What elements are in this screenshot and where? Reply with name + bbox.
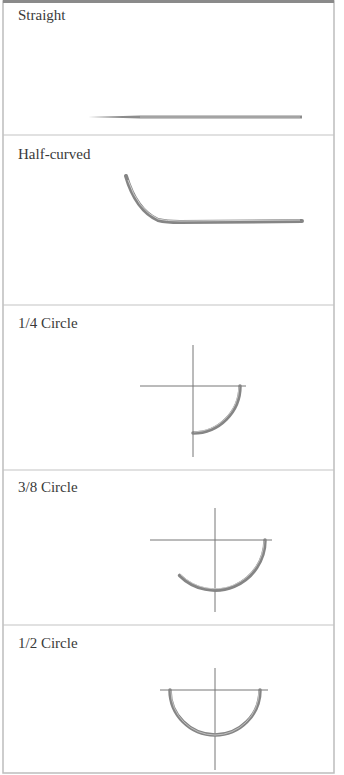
row-dividers [3, 135, 334, 625]
row-label: 3/8 Circle [16, 478, 80, 496]
half-circle-needle [160, 668, 268, 770]
row-label: Half-curved [16, 145, 92, 163]
row-label: Straight [16, 6, 68, 24]
row-label: 1/2 Circle [16, 634, 80, 652]
half-curved-needle [126, 176, 302, 222]
quarter-circle-needle [140, 345, 246, 457]
straight-needle [88, 115, 302, 118]
three-eighths-circle-needle [150, 508, 272, 612]
top-rule [3, 0, 334, 3]
table-border [3, 1, 334, 773]
row-label: 1/4 Circle [16, 314, 80, 332]
